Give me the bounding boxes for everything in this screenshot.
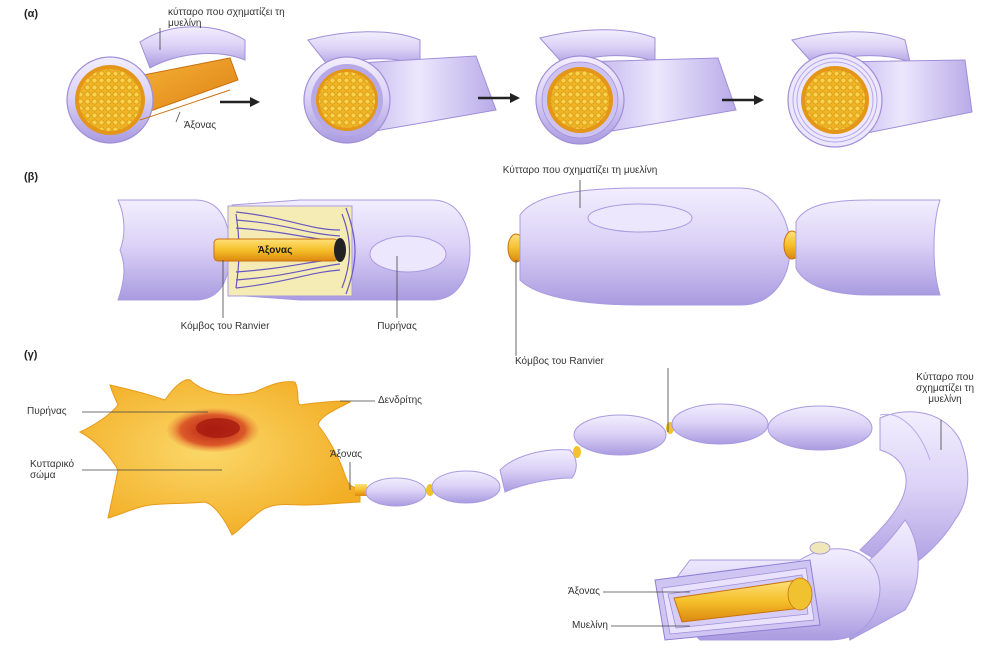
panel-a-myelin-cell-label: κύτταρο που σχηματίζει τη μυελίνη [168, 7, 308, 29]
panel-c-label: (γ) [24, 349, 37, 361]
panel-c-axon-chain [355, 404, 968, 640]
panel-a-step-1 [67, 27, 245, 143]
panel-a-step-3 [536, 30, 736, 144]
panel-b-fiber [118, 188, 940, 305]
panel-c-myelin-label: Μυελίνη [530, 620, 608, 631]
panel-b-myelin-cell-label: Κύτταρο που σχηματίζει τη μυελίνη [455, 165, 705, 176]
panel-b-axon-label: Άξονας [245, 245, 305, 256]
panel-c-dendrite-label: Δενδρίτης [378, 395, 422, 406]
panel-a-label: (α) [24, 8, 38, 20]
panel-a-axon-label: Άξονας [184, 120, 216, 131]
panel-c-cut-axon-label: Άξονας [530, 586, 600, 597]
panel-c-nucleus-label: Πυρήνας [27, 406, 67, 417]
panel-c-myelin-cell-label: Κύτταρο που σχηματίζει τη μυελίνη [905, 372, 985, 405]
panel-c-axon-label: Άξονας [330, 449, 362, 460]
panel-b-node-ranvier-left-label: Κόμβος του Ranvier [160, 321, 290, 332]
panel-b-label: (β) [24, 171, 38, 183]
panel-c-cell-body-label: Κυτταρικό σώμα [30, 459, 80, 481]
panel-c-neuron [80, 380, 360, 535]
panel-b-node-ranvier-right-label: Κόμβος του Ranvier [515, 356, 604, 367]
panel-a-step-2 [304, 32, 496, 143]
panel-b-nucleus-label: Πυρήνας [367, 321, 427, 332]
panel-a-step-4 [788, 32, 972, 147]
